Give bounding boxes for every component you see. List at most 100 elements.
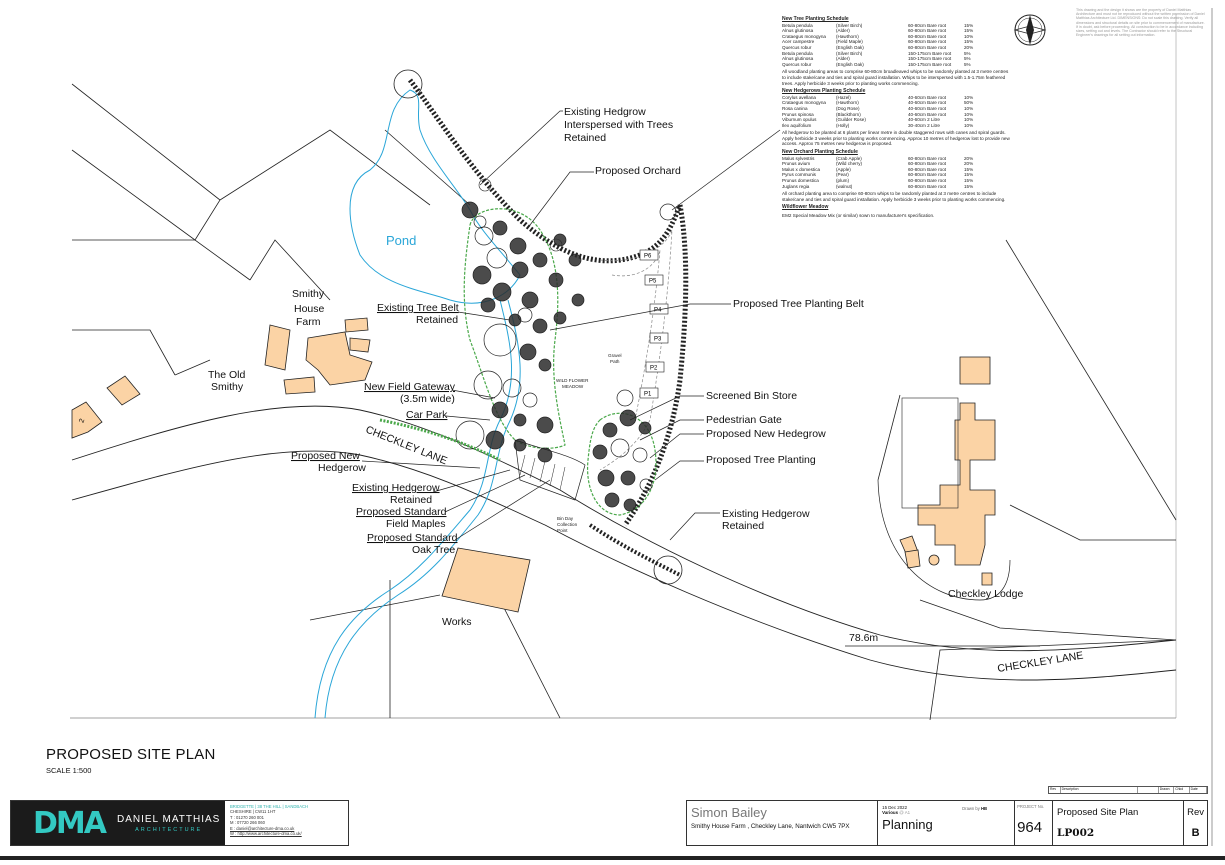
- schedule-row: Quercus robur(English Oak)60-80cm Bare r…: [782, 45, 1010, 51]
- project-info-block: Simon Bailey Smithy House Farm , Checkle…: [686, 800, 1208, 846]
- schedule-cell: 150-175cm Bare root: [908, 61, 952, 67]
- schedule-cell: (Guilder Rose): [836, 117, 866, 123]
- tree-schedule-table: Betula pendula(Silver Birch)60-80cm Bare…: [782, 23, 1010, 68]
- tree-symbol: [473, 215, 487, 229]
- gravel-path-label: Path: [610, 359, 620, 364]
- annotation-pedestrian-gate: Pedestrian Gate: [706, 414, 782, 426]
- tree-symbol: [472, 265, 492, 285]
- outbuilding-outline: [901, 397, 959, 509]
- schedule-cell: Juglans regia: [782, 183, 810, 189]
- tree-symbol: [509, 237, 527, 255]
- schedule-cell: 60-80cm Bare root: [908, 183, 947, 189]
- checkley-lane-road: [71, 405, 1177, 681]
- drawing-number: LP002: [1057, 827, 1095, 839]
- company-email-link[interactable]: E : daniel@architecture-dma.co.uk: [230, 825, 295, 831]
- orchard-schedule-note: All orchard planting area to comprise 60…: [782, 191, 1006, 202]
- schedule-cell: 30-40cm 2 Litre: [908, 122, 940, 128]
- annotation-proposed-new-hedgerow: Proposed New: [291, 450, 360, 462]
- tree-symbol: [511, 261, 529, 279]
- tree-symbol: [492, 282, 512, 302]
- hedgerow-schedule-table: Corylus avellana(Hazel)40-60cm Bare root…: [782, 95, 1010, 129]
- revision-strip-cell: Chkd: [1174, 787, 1190, 793]
- tree-symbol: [486, 247, 508, 269]
- schedule-cell: 10%: [964, 122, 974, 128]
- client-cell: Simon Bailey Smithy House Farm , Checkle…: [687, 801, 879, 845]
- schedule-cell: 10%: [964, 33, 974, 39]
- tree-symbol: [536, 416, 554, 434]
- drawn-by-label: Drawn by: [962, 806, 980, 811]
- schedule-cell: 15%: [964, 28, 974, 34]
- meadow-label: WILD FLOWER: [556, 378, 589, 383]
- schedule-cell: 15%: [964, 39, 974, 45]
- tree-symbol: [537, 447, 553, 463]
- parking-bay-label: P1: [644, 392, 652, 398]
- annotation-new-field-gateway: New Field Gateway: [364, 381, 456, 393]
- schedule-cell: (Hawthorn): [836, 33, 859, 39]
- parking-bay: [645, 361, 665, 373]
- schedule-cell: (Apple): [836, 166, 851, 172]
- revision-value: B: [1191, 827, 1200, 839]
- project-number: 964: [1017, 819, 1043, 836]
- tree-symbol: [538, 358, 552, 372]
- schedule-cell: Crataegus monogyna: [782, 33, 826, 39]
- buildings: [71, 317, 996, 613]
- parking-bay-label: P2: [650, 366, 658, 372]
- annotation-existing-tree-belt: Existing Tree Belt: [377, 302, 459, 314]
- tree-symbol: [480, 297, 496, 313]
- building: [264, 324, 291, 371]
- schedule-cell: 5%: [964, 56, 971, 62]
- hedgerow-schedule-note: All hedgerow to be planted at 6 plants p…: [782, 130, 1010, 147]
- bin-collection-label: Collection: [557, 522, 578, 527]
- parking-bay: [639, 387, 659, 399]
- place-labels: Smithy House Farm The Old Smithy Works C…: [208, 288, 1023, 628]
- meadow-label: MEADOW: [562, 384, 584, 389]
- annotation-existing-hedgerow-retained-right: Existing Hedgerow: [722, 508, 810, 520]
- schedule-row: Betula pendula(Silver Birch)150-175cm Ba…: [782, 51, 1010, 57]
- schedule-cell: (English Oak): [836, 44, 864, 50]
- schedule-cell: 40-60cm Bare root: [908, 94, 947, 100]
- tree-symbol: [638, 421, 652, 435]
- annotation-proposed-orchard: Proposed Orchard: [595, 165, 681, 177]
- revision-cell: Rev B: [1184, 801, 1207, 845]
- tree-symbol: [519, 343, 537, 361]
- schedule-cell: 20%: [964, 155, 974, 161]
- schedule-cell: Viburnum opulus: [782, 117, 817, 123]
- schedule-cell: 50%: [964, 100, 974, 106]
- tree-symbol: [602, 422, 618, 438]
- meadow-schedule-heading: Wildflower Meadow: [782, 204, 829, 211]
- tree-symbol: [619, 409, 637, 427]
- annotation-leaders: [361, 110, 781, 541]
- company-name: DANIEL MATTHIAS ARCHITECTURE: [117, 814, 220, 833]
- parking-bay-label: P4: [654, 308, 662, 314]
- bin-collection-label: Bin Day: [557, 516, 574, 521]
- annotation-existing-hedgerow-trees: Retained: [564, 132, 606, 144]
- tree-symbol: [620, 470, 636, 486]
- schedule-row: Malus x domestica(Apple)60-80cm Bare roo…: [782, 167, 1010, 173]
- schedule-cell: (plum): [836, 178, 850, 184]
- tree-symbol: [604, 492, 620, 508]
- tree-symbol: [483, 323, 517, 357]
- schedule-cell: Malus sylvestris: [782, 155, 815, 161]
- schedule-cell: 10%: [964, 105, 974, 111]
- building-checkley-lodge: [917, 402, 996, 566]
- label-smithy-house-farm: Smithy: [292, 288, 325, 300]
- company-website-link[interactable]: W : http://www.architecture-dma.co.uk/: [230, 831, 302, 837]
- road-label-checkley-lane-right: CHECKLEY LANE: [997, 650, 1085, 675]
- parking-bay: [639, 249, 659, 261]
- orchard-schedule-table: Malus sylvestris(Crab Apple)60-80cm Bare…: [782, 156, 1010, 190]
- schedule-cell: 60-80cm Bare root: [908, 178, 947, 184]
- schedule-row: Prunus spinosa(Blackthorn)40-60cm Bare r…: [782, 112, 1010, 118]
- annotation-proposed-tree-planting-belt: Proposed Tree Planting Belt: [733, 298, 864, 310]
- tree-symbol: [491, 401, 509, 419]
- schedule-cell: (Hawthorn): [836, 100, 859, 106]
- schedule-cell: Pyrus communis: [782, 172, 816, 178]
- annotation-car-park: Car Park: [406, 409, 448, 421]
- company-name-text: DANIEL MATTHIAS: [116, 813, 221, 825]
- tree-symbol: [485, 430, 505, 450]
- company-phone: T : 01270 260 001: [230, 814, 264, 820]
- annotation-existing-hedgerow-trees: Existing Hedgrow: [564, 106, 646, 118]
- schedule-cell: (Blackthorn): [836, 111, 861, 117]
